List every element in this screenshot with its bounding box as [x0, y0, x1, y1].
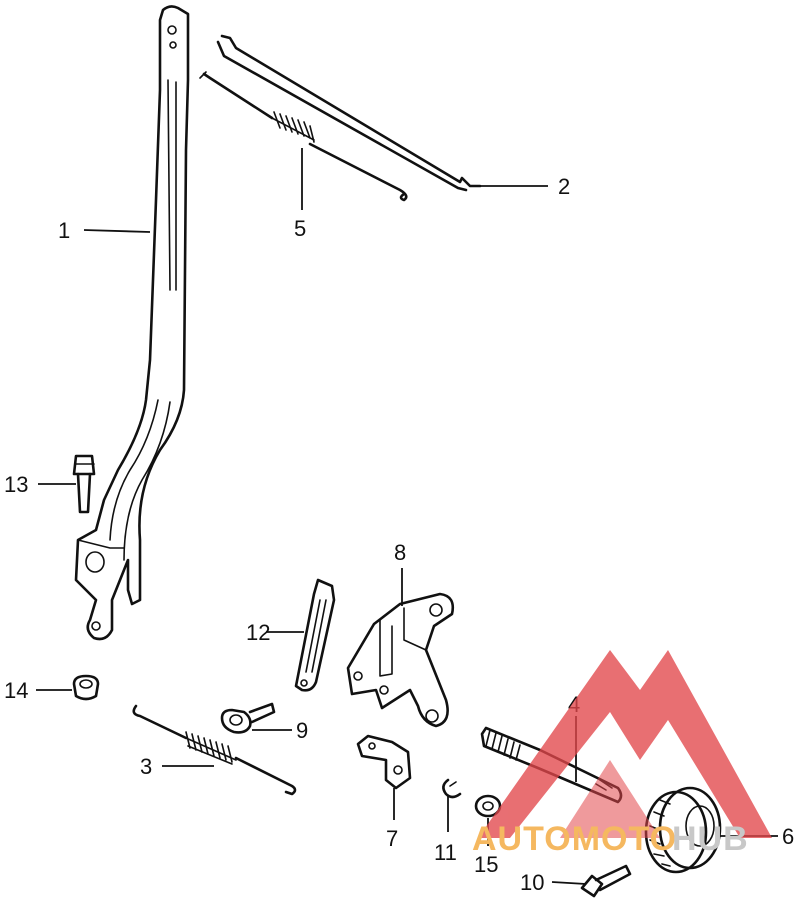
watermark-text: AUTOMOTO HUB — [472, 820, 749, 858]
part-9-bolt — [220, 702, 276, 734]
part-12-slotted-plate — [294, 578, 336, 692]
part-15-washer — [474, 794, 502, 818]
callout-11: 11 — [434, 840, 457, 865]
callout-6: 6 — [782, 824, 794, 849]
part-13-bolt — [72, 454, 96, 514]
part-11-clip — [442, 778, 462, 799]
callout-numbers: 1 2 3 4 5 6 7 8 9 10 11 12 13 14 15 — [4, 174, 794, 895]
callout-8: 8 — [394, 540, 406, 565]
part-8-bracket — [346, 592, 455, 728]
watermark-inner-triangle-icon — [560, 760, 660, 838]
callout-3: 3 — [140, 754, 152, 779]
callout-1: 1 — [58, 218, 70, 243]
callout-14: 14 — [4, 678, 28, 703]
part-1-lever-arm — [74, 5, 190, 641]
callout-12: 12 — [246, 620, 270, 645]
callout-13: 13 — [4, 472, 28, 497]
part-5-spring-rod — [199, 71, 408, 202]
part-3-spring — [132, 704, 297, 796]
part-7-bracket — [356, 734, 412, 790]
watermark-word-b: HUB — [672, 820, 749, 858]
watermark-logo — [478, 650, 772, 838]
callout-2: 2 — [558, 174, 570, 199]
callout-15: 15 — [474, 852, 498, 877]
watermark-triangle-icon — [478, 650, 772, 838]
watermark-word-a: AUTOMOTO — [472, 820, 677, 858]
part-2-rod — [216, 34, 482, 192]
callout-5: 5 — [294, 216, 306, 241]
callout-9: 9 — [296, 718, 308, 743]
part-10-bolt — [580, 864, 632, 898]
callout-10: 10 — [520, 870, 544, 895]
part-14-nut — [72, 674, 100, 701]
callout-7: 7 — [386, 826, 398, 851]
